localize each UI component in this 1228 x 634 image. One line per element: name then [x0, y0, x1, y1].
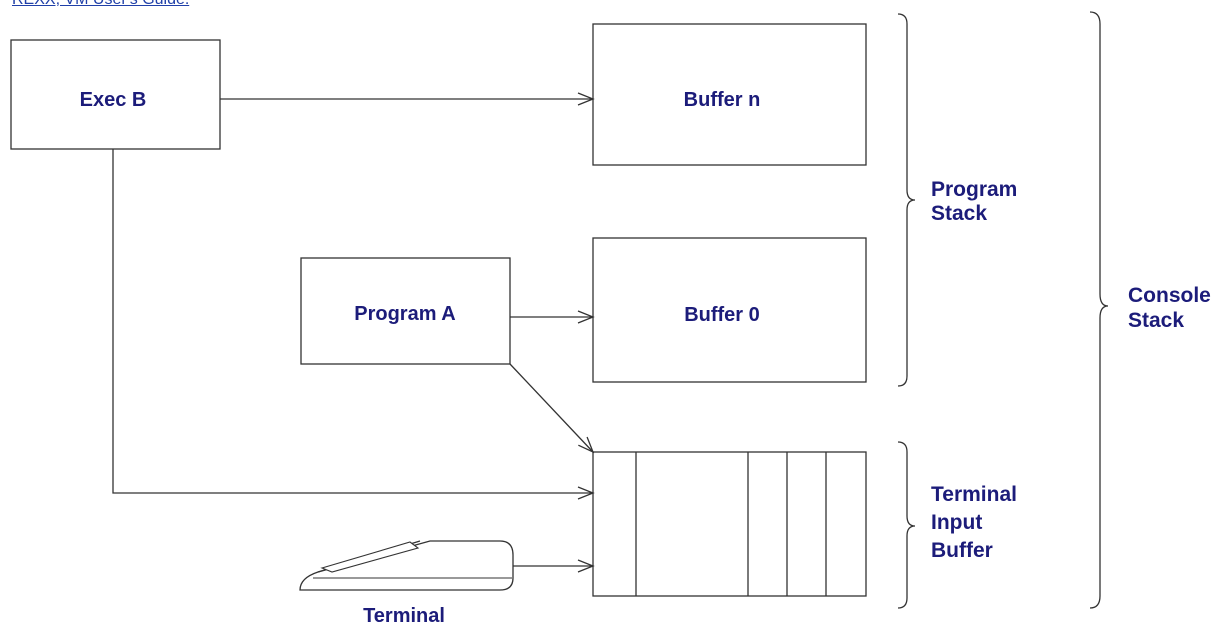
- console-stack-line-2: Stack: [1128, 309, 1184, 332]
- program-a-to-terminal-buffer-arrow: [509, 363, 595, 454]
- exec-b-label: Exec B: [80, 89, 147, 111]
- header-link-fragment[interactable]: REXX, VM User's Guide.: [12, 0, 189, 9]
- program-stack-line-2: Stack: [931, 202, 987, 225]
- terminal-input-buffer-line-2: Input: [931, 511, 982, 534]
- console-stack-label: Console Stack: [1128, 284, 1217, 332]
- program-stack-brace: [897, 13, 916, 387]
- terminal-input-buffer-brace: [897, 441, 916, 609]
- buffer-n-box: Buffer n: [592, 23, 867, 166]
- terminal-input-buffer-label: Terminal Input Buffer: [931, 483, 1023, 562]
- terminal-label: Terminal: [363, 605, 445, 627]
- console-stack-line-1: Console: [1128, 284, 1211, 307]
- terminal-input-buffer-box: [592, 451, 867, 597]
- program-a-box: Program A: [300, 257, 511, 365]
- exec-b-to-terminal-buffer-arrow: [112, 149, 595, 500]
- program-a-label: Program A: [354, 303, 456, 325]
- buffer-n-label: Buffer n: [684, 89, 761, 111]
- buffer-0-box: Buffer 0: [592, 237, 867, 383]
- connectors: [112, 92, 595, 573]
- terminal-device-icon: [299, 540, 514, 591]
- terminal-input-buffer-line-1: Terminal: [931, 483, 1017, 506]
- program-stack-label: Program Stack: [931, 178, 1023, 225]
- buffer-0-label: Buffer 0: [684, 304, 760, 326]
- program-stack-line-1: Program: [931, 178, 1017, 201]
- console-stack-brace: [1089, 11, 1109, 609]
- exec-b-box: Exec B: [10, 39, 221, 150]
- terminal-input-buffer-line-3: Buffer: [931, 539, 993, 562]
